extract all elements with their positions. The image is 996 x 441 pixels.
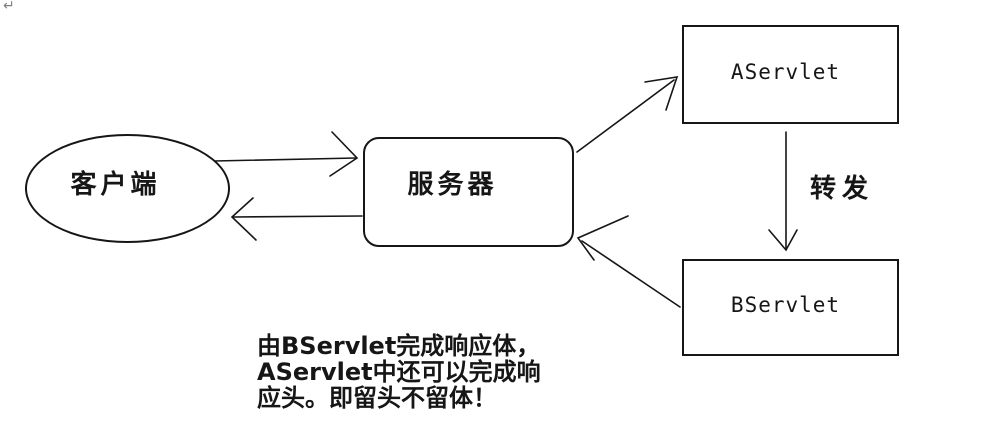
arrow-bservlet-to-server xyxy=(576,215,681,308)
client-node-label: 客户端 xyxy=(70,170,161,200)
aservlet-node-label: AServlet xyxy=(730,59,841,84)
client-node: 客户端 xyxy=(25,134,230,243)
server-node-label: 服务器 xyxy=(407,169,498,200)
arrow-aservlet-to-bservlet xyxy=(768,131,798,252)
forward-edge-label: 转发 xyxy=(810,174,875,204)
aservlet-node: AServlet xyxy=(682,25,899,124)
note-line-3: 应头。即留头不留体！ xyxy=(257,384,497,412)
arrow-client-to-server xyxy=(213,131,359,177)
arrow-server-to-aservlet xyxy=(576,76,679,153)
note-text: 由BServlet完成响应体， AServlet中还可以完成响 应头。即留头不留… xyxy=(257,333,541,411)
bservlet-node-label: BServlet xyxy=(730,292,841,317)
return-mark: ↵ xyxy=(3,0,15,14)
arrow-server-to-client xyxy=(230,197,363,241)
bservlet-node: BServlet xyxy=(682,259,899,356)
note-line-2: AServlet中还可以完成响 xyxy=(257,358,541,386)
server-node: 服务器 xyxy=(363,137,574,247)
note-line-1: 由BServlet完成响应体， xyxy=(257,332,541,360)
